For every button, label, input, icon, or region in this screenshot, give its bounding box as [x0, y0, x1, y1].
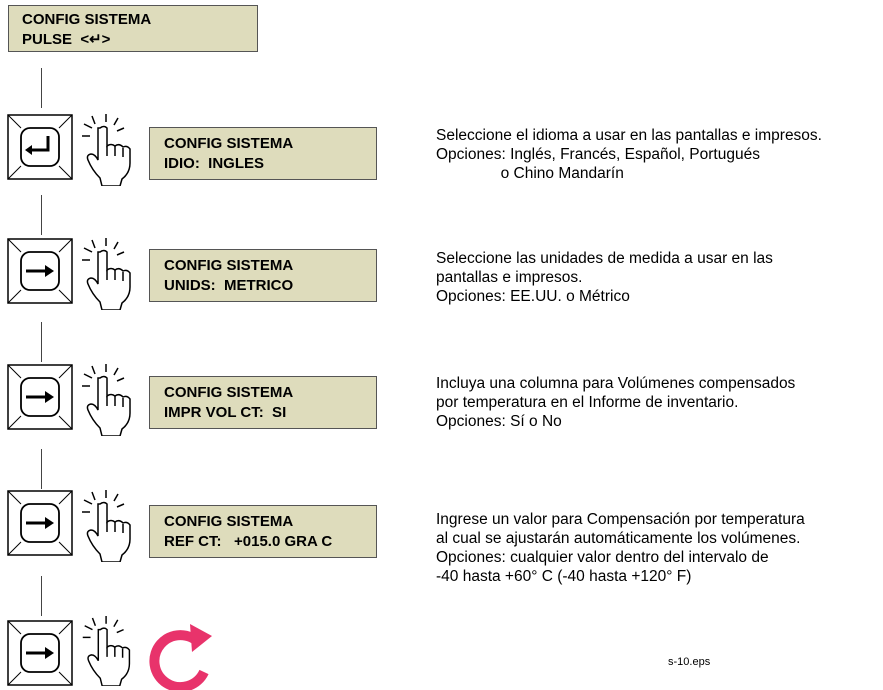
right-arrow-key-icon: [7, 620, 73, 686]
connector-line: [41, 195, 42, 235]
pressing-hand-icon: [82, 616, 131, 686]
right-arrow-key-icon: [7, 364, 73, 430]
lcd-line2: IDIO: INGLES: [164, 155, 265, 172]
desc-line: Seleccione las unidades de medida a usar…: [436, 250, 773, 267]
desc-line: por temperatura en el Informe de inventa…: [436, 394, 739, 411]
desc-line: Seleccione el idioma a usar en las panta…: [436, 127, 822, 144]
desc-line: Opciones: EE.UU. o Métrico: [436, 288, 630, 305]
file-reference: s-10.eps: [668, 656, 711, 668]
connector-line: [41, 322, 42, 362]
connector-line: [41, 576, 42, 616]
lcd-line2: REF CT: +015.0 GRA C: [164, 533, 333, 550]
desc-line: Opciones: Inglés, Francés, Español, Port…: [436, 146, 760, 163]
step-4-lcd-display: CONFIG SISTEMA REF CT: +015.0 GRA C: [149, 505, 377, 558]
desc-line: Incluya una columna para Volúmenes compe…: [436, 375, 796, 392]
lcd-line1: CONFIG SISTEMA: [164, 513, 294, 530]
lcd-line1: CONFIG SISTEMA: [164, 135, 294, 152]
pressing-hand-icon: [82, 490, 131, 562]
pressing-hand-icon: [82, 364, 131, 436]
lcd-line2: IMPR VOL CT: SI: [164, 404, 287, 421]
connector-line: [41, 68, 42, 108]
lcd-line1: CONFIG SISTEMA: [164, 384, 294, 401]
step-2-description: Seleccione las unidades de medida a usar…: [436, 249, 881, 306]
desc-line: Ingrese un valor para Compensación por t…: [436, 511, 805, 528]
lcd-line2: UNIDS: METRICO: [164, 277, 294, 294]
step-4-description: Ingrese un valor para Compensación por t…: [436, 510, 881, 586]
step-1-lcd-display: CONFIG SISTEMA IDIO: INGLES: [149, 127, 377, 180]
desc-line: -40 hasta +60° C (-40 hasta +120° F): [436, 568, 692, 585]
desc-line: o Chino Mandarín: [436, 165, 624, 182]
lcd-line1: CONFIG SISTEMA: [164, 257, 294, 274]
step-3-lcd-display: CONFIG SISTEMA IMPR VOL CT: SI: [149, 376, 377, 429]
header-lcd-line1: CONFIG SISTEMA: [22, 11, 152, 28]
connector-line: [41, 449, 42, 489]
step-2-lcd-display: CONFIG SISTEMA UNIDS: METRICO: [149, 249, 377, 302]
header-lcd-line2: PULSE <↵>: [22, 31, 111, 48]
enter-key-icon: [7, 114, 73, 180]
desc-line: Opciones: Sí o No: [436, 413, 562, 430]
desc-line: Opciones: cualquier valor dentro del int…: [436, 549, 769, 566]
header-lcd-display: CONFIG SISTEMA PULSE <↵>: [8, 5, 258, 52]
step-1-description: Seleccione el idioma a usar en las panta…: [436, 126, 881, 183]
right-arrow-key-icon: [7, 238, 73, 304]
desc-line: al cual se ajustarán automáticamente los…: [436, 530, 801, 547]
loop-arrow-icon: [149, 624, 212, 690]
step-3-description: Incluya una columna para Volúmenes compe…: [436, 374, 881, 431]
desc-line: pantallas e impresos.: [436, 269, 583, 286]
right-arrow-key-icon: [7, 490, 73, 556]
pressing-hand-icon: [82, 114, 131, 186]
pressing-hand-icon: [82, 238, 131, 310]
